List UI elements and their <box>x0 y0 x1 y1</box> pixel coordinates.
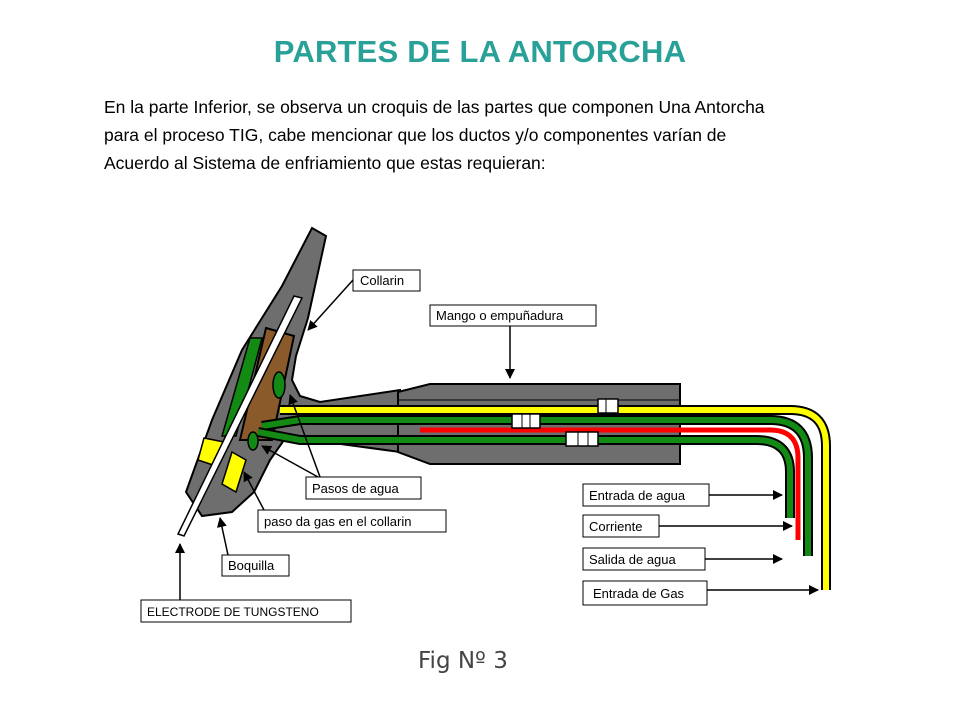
water-passage-2 <box>247 431 259 451</box>
tungsten-electrode <box>176 295 304 537</box>
label-mango: Mango o empuñadura <box>429 304 597 379</box>
label-collarin-text: Collarin <box>360 273 404 288</box>
label-boquilla: Boquilla <box>217 517 290 577</box>
label-pasos-agua-text: Pasos de agua <box>312 481 400 496</box>
gas-part-2 <box>221 450 247 494</box>
label-entrada-agua-text: Entrada de agua <box>589 488 686 503</box>
label-corriente: Corriente <box>582 514 793 538</box>
label-entrada-agua: Entrada de agua <box>582 483 783 507</box>
connector-3 <box>565 431 599 447</box>
label-collarin: Collarin <box>307 269 421 331</box>
intro-line-2: para el proceso TIG, cabe mencionar que … <box>104 125 727 145</box>
intro-line-1: En la parte Inferior, se observa un croq… <box>104 97 765 117</box>
intro-line-3: Acuerdo al Sistema de enfriamiento que e… <box>104 153 546 173</box>
connector-1 <box>597 398 619 414</box>
label-paso-gas-text: paso da gas en el collarin <box>264 514 411 529</box>
label-entrada-gas: Entrada de Gas <box>582 580 819 606</box>
label-corriente-text: Corriente <box>589 519 642 534</box>
label-entrada-gas-text: Entrada de Gas <box>593 586 685 601</box>
label-electrodo-text: ELECTRODE DE TUNGSTENO <box>147 605 319 619</box>
water-passage-1 <box>272 371 286 399</box>
label-pasos-agua: Pasos de agua <box>261 394 422 500</box>
label-mango-text: Mango o empuñadura <box>436 308 564 323</box>
water-jacket-left <box>221 337 263 437</box>
page-title: PARTES DE LA ANTORCHA <box>273 34 687 69</box>
water-inlet-cable <box>257 427 795 518</box>
label-paso-gas: paso da gas en el collarin <box>243 471 447 533</box>
connector-2 <box>511 413 541 429</box>
figure-caption: Fig Nº 3 <box>418 648 508 674</box>
label-salida-agua-text: Salida de agua <box>589 552 677 567</box>
current-cable <box>420 427 801 540</box>
label-electrodo: ELECTRODE DE TUNGSTENO <box>140 543 352 623</box>
label-salida-agua: Salida de agua <box>582 547 783 571</box>
label-boquilla-text: Boquilla <box>228 558 275 573</box>
intro-paragraph: En la parte Inferior, se observa un croq… <box>104 93 924 177</box>
